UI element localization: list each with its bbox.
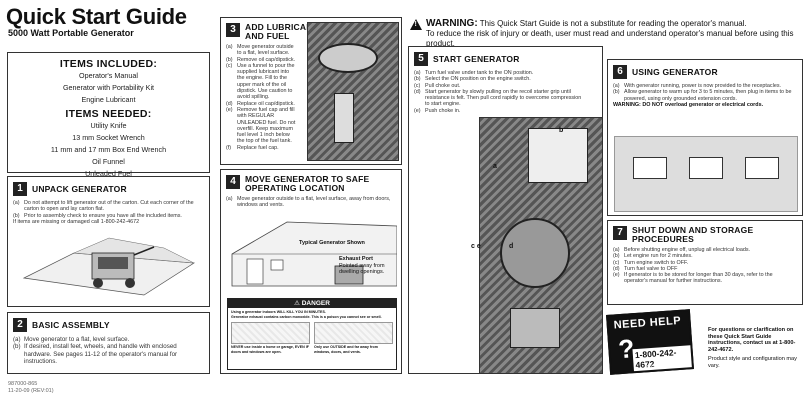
step5-instructions: (a)Turn fuel valve under tank to the ON … <box>414 70 582 114</box>
items-needed-heading: ITEMS NEEDED: <box>65 107 152 120</box>
need-help-label: NEED HELP <box>613 314 682 332</box>
never-text: NEVER use inside a home or garage, EVEN … <box>231 345 309 354</box>
list-item: Oil Funnel <box>92 157 125 167</box>
never-illustration <box>231 322 310 344</box>
step7-box: 7 SHUT DOWN AND STORAGE PROCEDURES (a)Be… <box>607 220 803 305</box>
unpack-illustration <box>22 237 196 296</box>
step1-note: If items are missing or damaged call 1-8… <box>13 218 140 225</box>
step1-number: 1 <box>13 182 27 196</box>
typical-label: Typical Generator Shown <box>299 240 365 246</box>
house-illustration <box>231 221 397 287</box>
step1-title: UNPACK GENERATOR <box>32 184 127 194</box>
danger-line2: Generator exhaust contains carbon monoxi… <box>231 315 382 319</box>
fuel-illustration <box>307 22 399 161</box>
list-item: 13 mm Socket Wrench <box>72 132 145 142</box>
need-help-badge: NEED HELP ? 1-800-242-4672 www.homelite.… <box>606 309 694 375</box>
step6-title: USING GENERATOR <box>632 67 718 77</box>
start-illustration <box>479 117 603 374</box>
items-needed-list: Utility Knife 13 mm Socket Wrench 11 mm … <box>8 120 209 181</box>
step4-number: 4 <box>226 175 240 189</box>
step3-title: ADD LUBRICANT <box>245 22 318 32</box>
danger-panel: ⚠ DANGER Using a generator indoors WILL … <box>227 298 397 370</box>
help-phone: 1-800-242-4672 <box>632 345 692 372</box>
step6-box: 6 USING GENERATOR (a)With generator runn… <box>607 59 803 216</box>
only-text: Only use OUTSIDE and far away from windo… <box>314 345 378 354</box>
step2-instructions: (a)Move generator to a flat, level surfa… <box>13 336 178 366</box>
warning-icon: ! <box>410 19 422 30</box>
warning-banner: WARNING: This Quick Start Guide is not a… <box>426 19 806 49</box>
step5-box: 5 START GENERATOR (a)Turn fuel valve und… <box>408 46 603 374</box>
step6-warning: WARNING: DO NOT overload generator or el… <box>613 101 764 108</box>
list-item: Unleaded Fuel <box>85 169 132 179</box>
step7-title: SHUT DOWN AND STORAGE <box>632 225 754 235</box>
step7-number: 7 <box>613 226 627 240</box>
warning-label: WARNING: <box>426 18 478 29</box>
list-item: Utility Knife <box>90 120 127 130</box>
danger-header: ⚠ DANGER <box>228 299 396 308</box>
step3-box: 3 ADD LUBRICANT AND FUEL (a)Move generat… <box>220 17 402 165</box>
panel-illustration <box>614 136 798 212</box>
step3-number: 3 <box>226 23 240 37</box>
step3-instructions: (a)Move generator outside to a flat, lev… <box>226 44 296 151</box>
warning-line2: To reduce the risk of injury or death, u… <box>426 29 794 48</box>
step6-number: 6 <box>613 65 627 79</box>
callout-b: b <box>559 127 564 134</box>
footer-code: 987000-865 11-20-09 (REV:01) <box>8 381 54 394</box>
help-contact: For questions or clarification on these … <box>708 327 797 369</box>
list-item: 11 mm and 17 mm Box End Wrench <box>50 145 167 155</box>
page-title: Quick Start Guide <box>6 4 187 29</box>
callout-d: d <box>509 243 514 250</box>
only-illustration <box>314 322 393 344</box>
step1-box: 1 UNPACK GENERATOR (a)Do not attempt to … <box>7 176 210 307</box>
step1-instructions: (a)Do not attempt to lift generator out … <box>13 200 204 225</box>
step2-box: 2 BASIC ASSEMBLY (a)Move generator to a … <box>7 312 210 374</box>
step5-number: 5 <box>414 52 428 66</box>
step7-instructions: (a)Before shutting engine off, unplug al… <box>613 247 773 285</box>
step2-title: BASIC ASSEMBLY <box>32 320 110 330</box>
step6-instructions: (a)With generator running, power is now … <box>613 83 797 108</box>
step4-box: 4 MOVE GENERATOR TO SAFE OPERATING LOCAT… <box>220 169 402 374</box>
callout-a: a <box>493 163 497 170</box>
list-item: Operator's Manual <box>79 71 138 80</box>
danger-line1: Using a generator indoors WILL KILL YOU … <box>231 310 326 314</box>
items-box: ITEMS INCLUDED: Operator's Manual Genera… <box>7 52 210 178</box>
items-included-list: Operator's Manual Generator with Portabi… <box>8 70 209 107</box>
step4-title: MOVE GENERATOR TO SAFE <box>245 174 370 184</box>
warning-line1: This Quick Start Guide is not a substitu… <box>479 19 747 28</box>
list-item: Engine Lubricant <box>81 95 136 105</box>
exhaust-callout: Exhaust Port Pointed away from dwelling … <box>339 256 385 275</box>
callout-ce: c e <box>471 243 481 250</box>
items-included-heading: ITEMS INCLUDED: <box>59 58 158 70</box>
danger-icon: ⚠ <box>294 300 300 307</box>
step2-number: 2 <box>13 318 27 332</box>
page-subtitle: 5000 Watt Portable Generator <box>8 28 134 38</box>
step4-instructions: (a)Move generator outside to a flat, lev… <box>226 196 391 209</box>
step5-title: START GENERATOR <box>433 54 520 64</box>
list-item: Generator with Portability Kit <box>62 83 155 93</box>
